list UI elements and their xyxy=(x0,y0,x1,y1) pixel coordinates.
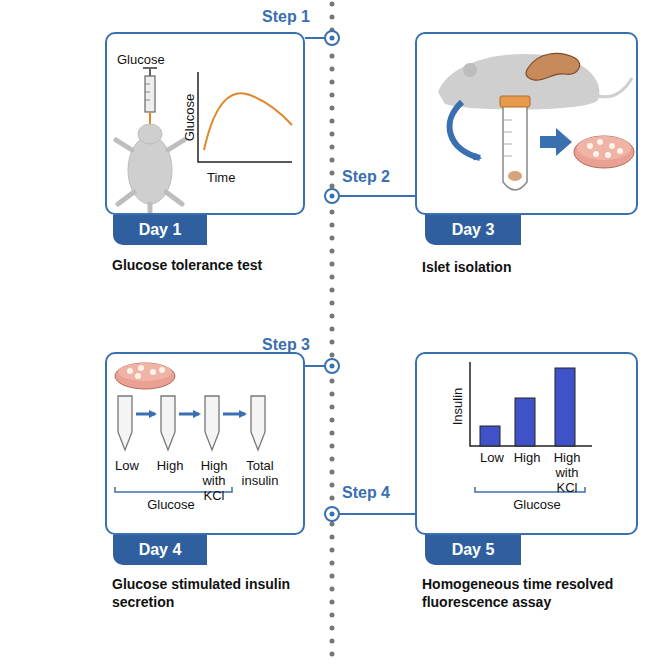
tubes xyxy=(118,396,265,450)
tube xyxy=(500,96,530,190)
axis-label: Glucose xyxy=(117,52,177,67)
day-tab: Day 1 xyxy=(113,215,207,245)
bar-label: High xyxy=(507,450,547,465)
mouse-supine xyxy=(116,124,184,212)
step-panel: LowHighHigh with KClTotal insulinGlucose… xyxy=(105,352,305,535)
syringe xyxy=(143,68,157,124)
axis-label: Glucose xyxy=(182,88,197,148)
day-label: Day 1 xyxy=(139,221,182,239)
islet-dish xyxy=(115,363,175,389)
block-arrow xyxy=(540,128,572,156)
transfer-arrow xyxy=(450,102,480,158)
sample-label: High xyxy=(150,458,190,473)
step-label: Step 4 xyxy=(342,484,390,502)
axis-label: Time xyxy=(207,170,247,185)
step-panel: GlucoseGlucoseTimeGlucose tolerance test… xyxy=(105,32,305,215)
step-description: Islet isolation xyxy=(422,258,622,276)
glucose-graph xyxy=(198,72,292,162)
chart-axes xyxy=(470,362,592,446)
day-label: Day 3 xyxy=(452,221,495,239)
step-description: Glucose tolerance test xyxy=(112,256,302,274)
mouse xyxy=(438,54,632,110)
group-label: Glucose xyxy=(502,497,572,512)
bar-label: High with KCl xyxy=(544,450,590,495)
islet-dish xyxy=(574,136,634,168)
day-tab: Day 5 xyxy=(425,535,521,565)
axis-label: Insulin xyxy=(450,377,465,437)
step-panel: Islet isolationDay 3 xyxy=(415,32,638,215)
day-label: Day 5 xyxy=(452,541,495,559)
sample-label: High with KCl xyxy=(191,458,237,503)
step-panel: InsulinLowHighHigh with KClGlucoseHomoge… xyxy=(415,352,638,535)
timeline xyxy=(330,4,335,660)
step-arrows xyxy=(136,413,245,416)
bar-label: Low xyxy=(472,450,512,465)
pancreas xyxy=(526,53,580,80)
day-tab: Day 3 xyxy=(425,215,521,245)
step-label: Step 1 xyxy=(262,8,310,26)
bars xyxy=(480,368,575,446)
sample-label: Low xyxy=(107,458,147,473)
day-label: Day 4 xyxy=(139,541,182,559)
sample-label: Total insulin xyxy=(237,458,283,488)
step-description: Homogeneous time resolved fluorescence a… xyxy=(422,575,622,611)
step-label: Step 2 xyxy=(342,168,390,186)
step-markers xyxy=(305,31,415,521)
group-label: Glucose xyxy=(136,497,206,512)
day-tab: Day 4 xyxy=(113,535,207,565)
step-label: Step 3 xyxy=(262,336,310,354)
step-description: Glucose stimulated insulin secretion xyxy=(112,575,307,611)
